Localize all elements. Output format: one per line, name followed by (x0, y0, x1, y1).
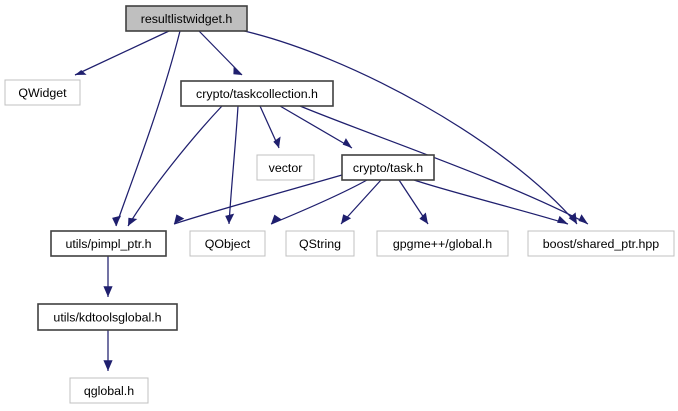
node-box[interactable] (180, 80, 334, 107)
arrowhead-icon (557, 215, 568, 224)
node-box[interactable] (4, 79, 81, 106)
arrowhead-icon (341, 214, 352, 224)
node-qglobal[interactable]: qglobal.h (69, 377, 149, 404)
node-box[interactable] (285, 230, 355, 257)
node-label: QWidget (18, 86, 67, 100)
edge-task-to-gpgme (398, 179, 429, 225)
arrowhead-icon (342, 138, 352, 148)
node-qwidget[interactable]: QWidget (4, 79, 81, 106)
edge-line (198, 30, 243, 76)
node-box[interactable] (37, 303, 178, 331)
edge-line (279, 105, 353, 149)
edge-resultlistwidget-to-taskcollection (198, 30, 243, 76)
node-task[interactable]: crypto/task.h (341, 154, 435, 181)
node-box[interactable] (125, 5, 248, 32)
edge-resultlistwidget-to-qwidget (74, 30, 170, 76)
node-label: QString (299, 237, 341, 251)
edge-kdtoolsglobal-to-qglobal (103, 330, 113, 371)
edge-line (173, 174, 343, 225)
edge-line (228, 105, 239, 225)
node-taskcollection[interactable]: crypto/taskcollection.h (180, 80, 334, 107)
edge-line (239, 29, 578, 225)
node-label: utils/pimpl_ptr.h (65, 237, 151, 251)
edge-line (270, 179, 368, 225)
node-label: qglobal.h (84, 384, 134, 398)
node-box[interactable] (256, 154, 315, 181)
arrowhead-icon (273, 136, 281, 148)
node-kdtoolsglobal[interactable]: utils/kdtoolsglobal.h (37, 303, 178, 331)
node-label: crypto/taskcollection.h (196, 87, 318, 101)
edge-taskcollection-to-task (279, 105, 353, 149)
arrowhead-icon (568, 212, 577, 224)
node-pimpl[interactable]: utils/pimpl_ptr.h (50, 230, 167, 257)
edge-line (413, 179, 569, 225)
edge-taskcollection-to-boost (299, 105, 589, 225)
node-label: boost/shared_ptr.hpp (543, 237, 660, 251)
node-gpgme[interactable]: gpgme++/global.h (376, 230, 509, 257)
node-label: vector (269, 161, 303, 175)
node-label: crypto/task.h (353, 161, 423, 175)
node-box[interactable] (376, 230, 509, 257)
edges-layer (74, 29, 589, 371)
arrowhead-icon (233, 67, 242, 75)
arrowhead-icon (419, 212, 428, 224)
arrowhead-icon (103, 360, 113, 371)
edge-task-to-qobject (270, 179, 368, 225)
edge-task-to-pimpl (173, 174, 343, 225)
arrowhead-icon (225, 213, 235, 224)
node-qstring[interactable]: QString (285, 230, 355, 257)
node-box[interactable] (189, 230, 266, 257)
edge-task-to-qstring (340, 179, 382, 225)
arrowhead-icon (103, 286, 113, 297)
arrowhead-icon (578, 214, 588, 224)
node-box[interactable] (527, 230, 675, 257)
node-box[interactable] (69, 377, 149, 404)
node-label: utils/kdtoolsglobal.h (53, 310, 161, 324)
node-label: QObject (205, 237, 251, 251)
arrowhead-icon (128, 217, 138, 226)
edge-resultlistwidget-to-pimpl (112, 30, 181, 227)
node-box[interactable] (341, 154, 435, 181)
edge-resultlistwidget-to-boost (239, 29, 578, 225)
node-vector[interactable]: vector (256, 154, 315, 181)
arrowhead-icon (271, 214, 282, 224)
node-boost[interactable]: boost/shared_ptr.hpp (527, 230, 675, 257)
edge-pimpl-to-kdtoolsglobal (103, 256, 113, 297)
edge-taskcollection-to-qobject (225, 105, 239, 225)
edge-line (115, 30, 181, 227)
edge-line (299, 105, 589, 225)
arrowhead-icon (112, 215, 122, 226)
edge-taskcollection-to-vector (259, 105, 281, 149)
edge-taskcollection-to-pimpl (127, 105, 223, 227)
arrowhead-icon (174, 214, 185, 224)
edge-line (127, 105, 223, 227)
arrowhead-icon (75, 70, 87, 75)
node-label: resultlistwidget.h (141, 12, 233, 26)
edge-task-to-boost (413, 179, 569, 225)
node-resultlistwidget[interactable]: resultlistwidget.h (125, 5, 248, 32)
node-label: gpgme++/global.h (393, 237, 492, 251)
node-qobject[interactable]: QObject (189, 230, 266, 257)
node-box[interactable] (50, 230, 167, 257)
edge-line (74, 30, 170, 76)
